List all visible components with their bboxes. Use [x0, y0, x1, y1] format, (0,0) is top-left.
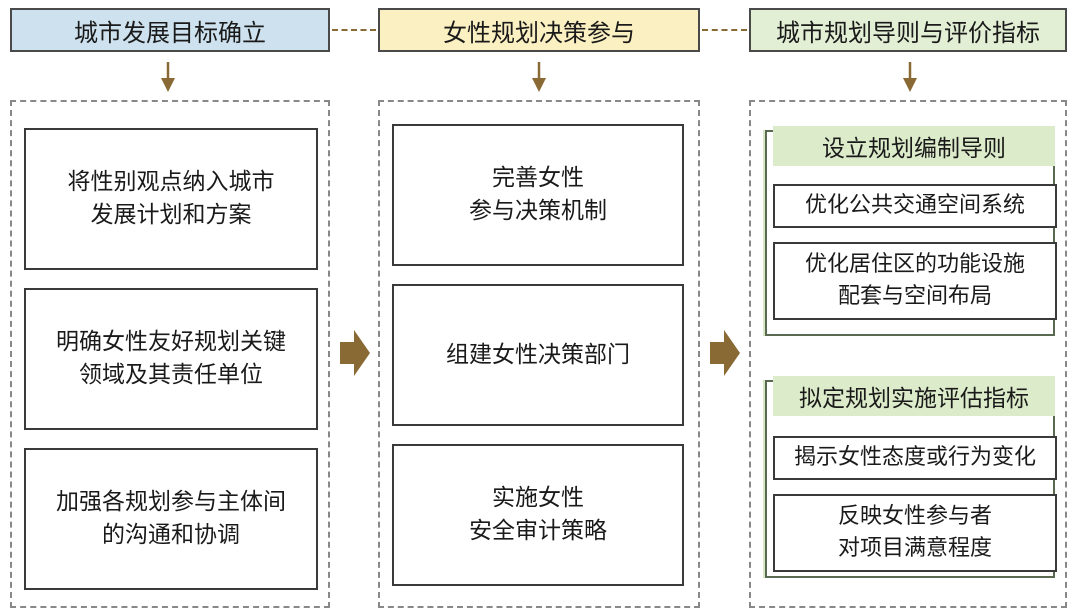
down-arrow-icon: [903, 62, 917, 92]
guideline-group: 设立规划编制导则 优化公共交通空间系统 优化居住区的功能设施 配套与空间布局: [765, 126, 1057, 336]
guideline-item: 优化公共交通空间系统: [773, 184, 1057, 228]
guideline-item: 优化居住区的功能设施 配套与空间布局: [773, 242, 1057, 320]
participation-column: 完善女性 参与决策机制 组建女性决策部门 实施女性 安全审计策略: [378, 100, 700, 608]
guideline-group-title: 设立规划编制导则: [773, 126, 1055, 166]
goal-header: 城市发展目标确立: [10, 8, 330, 52]
goal-item: 加强各规划参与主体间 的沟通和协调: [24, 448, 318, 590]
right-block-arrow-icon: [340, 330, 370, 376]
participation-header: 女性规划决策参与: [378, 8, 700, 52]
guideline-item: 揭示女性态度或行为变化: [773, 436, 1057, 480]
participation-item: 完善女性 参与决策机制: [392, 124, 684, 266]
down-arrow-icon: [161, 62, 175, 92]
guidelines-header: 城市规划导则与评价指标: [749, 8, 1067, 52]
guideline-item: 反映女性参与者 对项目满意程度: [773, 494, 1057, 572]
guideline-group: 拟定规划实施评估指标 揭示女性态度或行为变化 反映女性参与者 对项目满意程度: [765, 376, 1057, 578]
right-block-arrow-icon: [710, 330, 740, 376]
goal-item: 将性别观点纳入城市 发展计划和方案: [24, 128, 318, 270]
header-connector-1: [332, 29, 376, 31]
header-connector-2: [702, 29, 747, 31]
goal-item: 明确女性友好规划关键 领域及其责任单位: [24, 288, 318, 430]
guidelines-column: 设立规划编制导则 优化公共交通空间系统 优化居住区的功能设施 配套与空间布局 拟…: [749, 100, 1067, 608]
participation-item: 实施女性 安全审计策略: [392, 444, 684, 586]
participation-item: 组建女性决策部门: [392, 284, 684, 426]
down-arrow-icon: [532, 62, 546, 92]
guideline-group-title: 拟定规划实施评估指标: [773, 376, 1055, 416]
goal-column: 将性别观点纳入城市 发展计划和方案 明确女性友好规划关键 领域及其责任单位 加强…: [10, 100, 330, 608]
